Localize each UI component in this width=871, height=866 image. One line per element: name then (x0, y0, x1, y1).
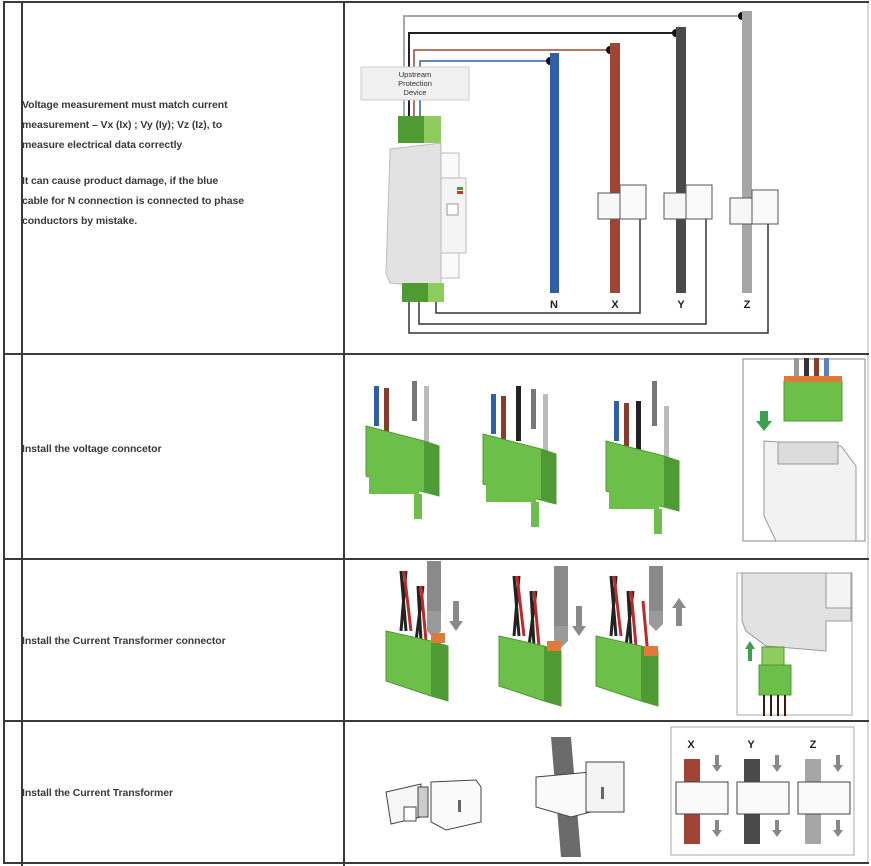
ct-connector-figure (346, 561, 866, 719)
ct-y (663, 184, 713, 220)
wire-n-supply (419, 60, 550, 138)
wire-ct-x-return (435, 219, 641, 314)
arrow-up-icon (672, 598, 686, 626)
ct-connector-instruction: Install the Current Transformer connecto… (22, 635, 226, 647)
ct-phase-detail-view: X Y Z (670, 726, 855, 856)
energy-meter-device (385, 116, 467, 302)
ct-install-instruction: Install the Current Transformer (22, 787, 173, 799)
arrow-down-icon (712, 820, 722, 837)
conductor-n (550, 53, 559, 293)
ct-install-figure: X Y Z (346, 722, 866, 862)
ct-connector-step-3 (595, 566, 686, 707)
ct-x (597, 184, 647, 220)
ct-connector-step-2 (498, 566, 586, 707)
blue-cable-warning: It can cause product damage, if the blue… (22, 175, 244, 227)
upstream-protection-device: Upstream Protection Device (360, 66, 470, 101)
voltage-connector-step-1 (365, 381, 440, 519)
arrow-up-icon (745, 641, 755, 661)
conductor-x (610, 43, 620, 293)
ct-open-illustration (385, 779, 482, 831)
voltage-match-note: Voltage measurement must match current m… (22, 99, 228, 151)
table-border-top (3, 1, 869, 3)
row-divider-3 (3, 720, 869, 722)
table-border-bottom (3, 862, 869, 864)
row-divider-2 (3, 558, 869, 560)
arrow-down-icon (833, 755, 843, 772)
table-border-left (3, 1, 5, 863)
label-x: X (611, 299, 619, 311)
row-divider-1 (3, 353, 869, 355)
device-label-line-3: Device (404, 88, 427, 97)
phase-label-y: Y (747, 739, 755, 751)
ct-connector-step-1 (385, 561, 463, 702)
arrow-down-icon (712, 755, 722, 772)
wire-x-supply (413, 49, 610, 138)
phase-label-z: Z (810, 739, 817, 751)
conductor-y (676, 27, 686, 293)
wire-ct-z-return (408, 219, 769, 334)
voltage-connector-step-3 (605, 381, 680, 534)
label-y: Y (677, 299, 685, 311)
arrow-down-icon (572, 606, 586, 636)
label-n: N (550, 299, 558, 311)
ct-z (729, 189, 779, 225)
table-column-divider-2 (343, 1, 345, 866)
arrow-down-icon (772, 820, 782, 837)
device-label-line-2: Protection (398, 79, 432, 88)
ct-connector-detail-view (736, 572, 853, 716)
conductor-z (742, 11, 752, 293)
label-z: Z (744, 299, 751, 311)
arrow-down-icon (772, 755, 782, 772)
wire-y-supply (408, 32, 676, 138)
arrow-down-icon (833, 820, 843, 837)
voltage-connector-step-2 (482, 386, 557, 527)
arrow-down-icon (756, 411, 772, 431)
phase-label-x: X (687, 739, 695, 751)
voltage-connector-instruction: Install the voltage conncetor (22, 443, 162, 455)
voltage-connector-figure (346, 356, 866, 556)
wiring-diagram: Upstream Protection Device (346, 3, 866, 351)
ct-clamped-illustration (535, 737, 625, 857)
table-border-right (867, 1, 869, 863)
arrow-down-icon (449, 601, 463, 631)
table-column-divider-1 (21, 1, 23, 866)
wire-ct-y-return (418, 219, 707, 325)
wiring-instruction-text: Voltage measurement must match current m… (22, 95, 338, 231)
voltage-connector-detail-view (742, 358, 866, 542)
device-label-line-1: Upstream (399, 70, 432, 79)
